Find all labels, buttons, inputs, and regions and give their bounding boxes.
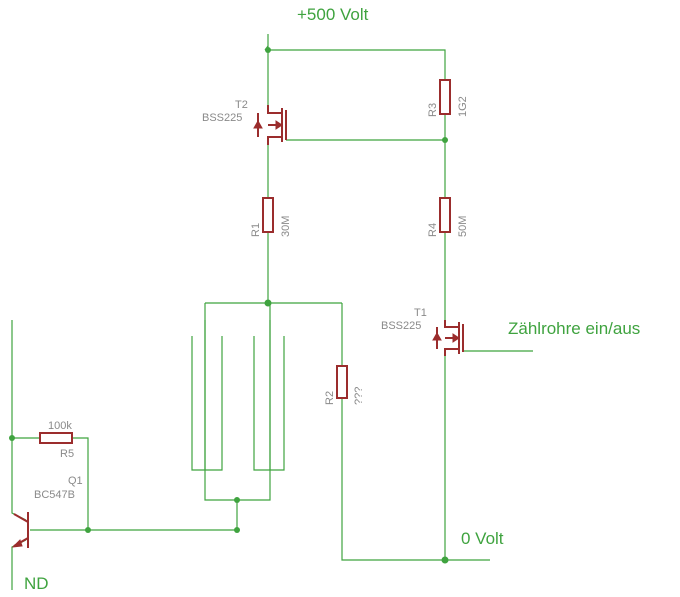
junction <box>441 556 449 564</box>
r5-name: R5 <box>60 448 74 460</box>
q1-collector <box>13 513 29 523</box>
junction <box>85 527 91 533</box>
wire-r5-base <box>72 437 89 530</box>
junctions <box>9 47 449 564</box>
junction <box>265 47 271 53</box>
r4-value: 50M <box>457 216 469 237</box>
resistor-r2 <box>336 365 348 399</box>
junction <box>264 299 272 307</box>
resistor-r3 <box>439 79 451 115</box>
ground-line <box>341 398 490 561</box>
t2-drain <box>267 105 282 114</box>
supply-rail <box>267 34 446 80</box>
counter-label: Zählrohre ein/aus <box>508 319 640 338</box>
t2-arrow-icon <box>275 120 283 130</box>
t2-name: T2 <box>235 99 248 111</box>
junction <box>234 497 240 503</box>
q1-arrow-icon <box>11 539 23 548</box>
junction <box>442 137 448 143</box>
t1-name: T1 <box>414 307 427 319</box>
r3-name: R3 <box>427 103 439 117</box>
t1-arrow-icon <box>452 333 460 343</box>
t2-source <box>267 136 282 145</box>
ground-label: 0 Volt <box>461 529 504 548</box>
t1-source <box>444 348 459 356</box>
tube-right-outer <box>253 336 285 471</box>
transistor-q1 <box>11 512 29 548</box>
wires <box>11 34 533 590</box>
t2-value: BSS225 <box>202 112 242 124</box>
mosfet-t1 <box>432 320 464 356</box>
q1-name: Q1 <box>68 475 83 487</box>
nd-label: ND <box>24 574 49 593</box>
r5-value: 100k <box>48 420 72 432</box>
t1-value: BSS225 <box>381 320 421 332</box>
mosfet-t2 <box>253 105 287 145</box>
r1-value: 30M <box>280 216 292 237</box>
resistor-r4 <box>439 197 451 233</box>
r2-value: ??? <box>353 387 365 405</box>
t1-diode-icon <box>432 331 442 341</box>
t2-diode-icon <box>253 119 263 129</box>
junction <box>9 435 15 441</box>
r2-name: R2 <box>324 391 336 405</box>
q1-value: BC547B <box>34 489 75 501</box>
resistor-r5 <box>39 432 73 444</box>
r3-value: 1G2 <box>457 96 469 117</box>
counter-tubes <box>191 320 285 471</box>
r4-name: R4 <box>427 223 439 237</box>
resistor-r1 <box>262 197 274 233</box>
wire-collector <box>11 438 27 521</box>
t1-drain <box>444 320 459 328</box>
junction <box>234 527 240 533</box>
resistors <box>39 79 451 444</box>
supply-label: +500 Volt <box>297 5 369 24</box>
tube-left-outer <box>191 336 223 471</box>
r1-name: R1 <box>250 223 262 237</box>
